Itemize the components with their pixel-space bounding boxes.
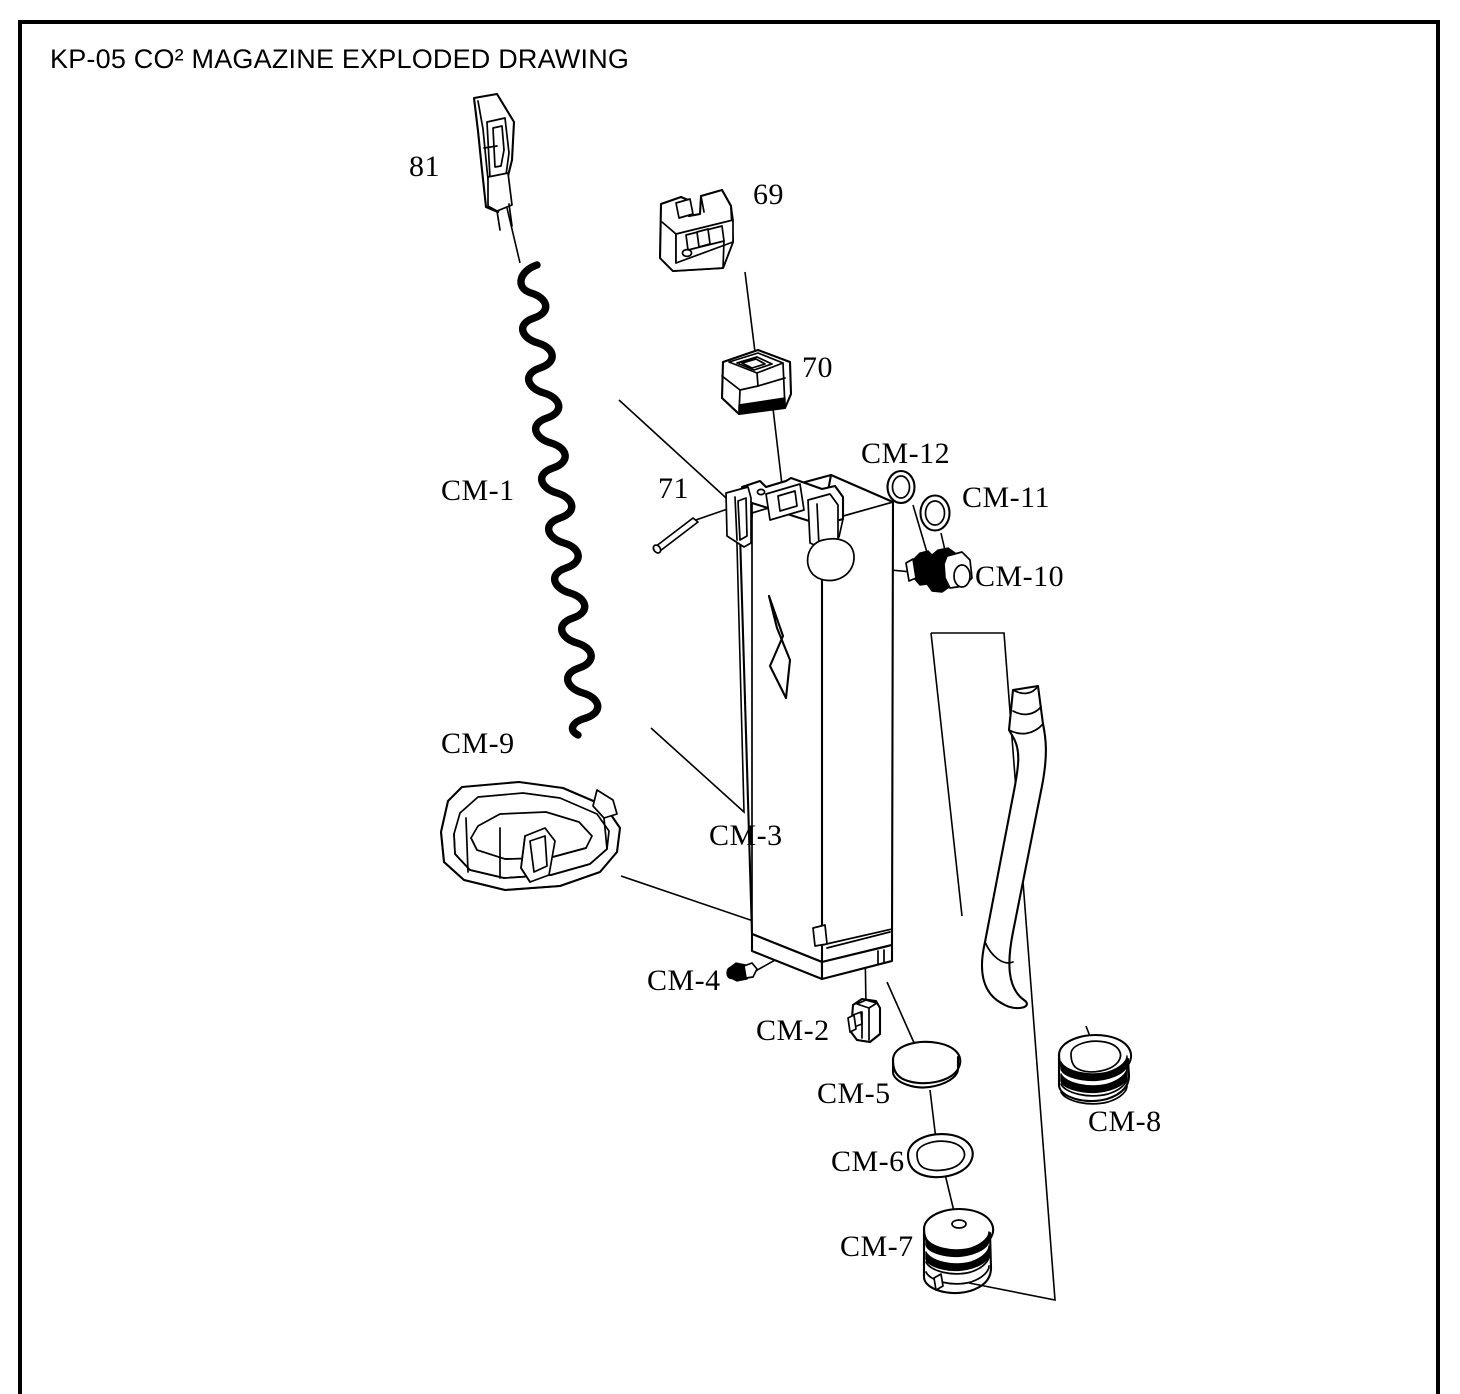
part-81-magazine-follower bbox=[472, 92, 516, 231]
part-cm8-co2-cap-screw bbox=[1057, 1034, 1133, 1105]
part-cm7-co2-cartridge-cap bbox=[922, 1208, 995, 1295]
part-cm1-magazine-spring bbox=[517, 261, 602, 739]
label-81: 81 bbox=[409, 150, 440, 183]
drawing-frame-border bbox=[18, 20, 1440, 1394]
label-cm-8: CM-8 bbox=[1088, 1105, 1162, 1138]
label-cm-5: CM-5 bbox=[817, 1077, 891, 1110]
label-cm-10: CM-10 bbox=[975, 560, 1065, 593]
label-70: 70 bbox=[802, 351, 833, 384]
label-71: 71 bbox=[658, 472, 689, 505]
part-71-retaining-pin bbox=[652, 517, 699, 554]
part-cm3-magazine-shell bbox=[725, 473, 895, 981]
label-cm-7: CM-7 bbox=[840, 1230, 914, 1263]
part-cm11-o-ring-medium bbox=[919, 494, 951, 532]
part-70-valve-knocker-housing bbox=[720, 348, 793, 416]
part-co2-cartridge bbox=[981, 684, 1047, 1010]
label-cm-1: CM-1 bbox=[441, 474, 515, 507]
label-cm-2: CM-2 bbox=[756, 1014, 830, 1047]
part-69-feed-lip-block bbox=[658, 188, 735, 273]
label-69: 69 bbox=[753, 178, 784, 211]
part-cm10-output-valve bbox=[905, 547, 973, 593]
label-cm-4: CM-4 bbox=[647, 964, 721, 997]
label-cm-11: CM-11 bbox=[962, 481, 1051, 514]
label-cm-3: CM-3 bbox=[709, 819, 783, 852]
part-cm2-valve-knocker bbox=[847, 997, 882, 1044]
part-cm4-baseplate-screw bbox=[726, 962, 758, 982]
part-cm6-o-ring-large bbox=[906, 1133, 974, 1179]
part-cm12-o-ring-small bbox=[886, 469, 916, 505]
part-cm9-magazine-baseplate bbox=[439, 780, 622, 892]
label-cm-9: CM-9 bbox=[441, 727, 515, 760]
label-cm-6: CM-6 bbox=[831, 1145, 905, 1178]
page-title: KP-05 CO² MAGAZINE EXPLODED DRAWING bbox=[50, 44, 630, 74]
label-cm-12: CM-12 bbox=[861, 437, 951, 470]
part-cm5-piercing-piston-disc bbox=[891, 1040, 962, 1089]
